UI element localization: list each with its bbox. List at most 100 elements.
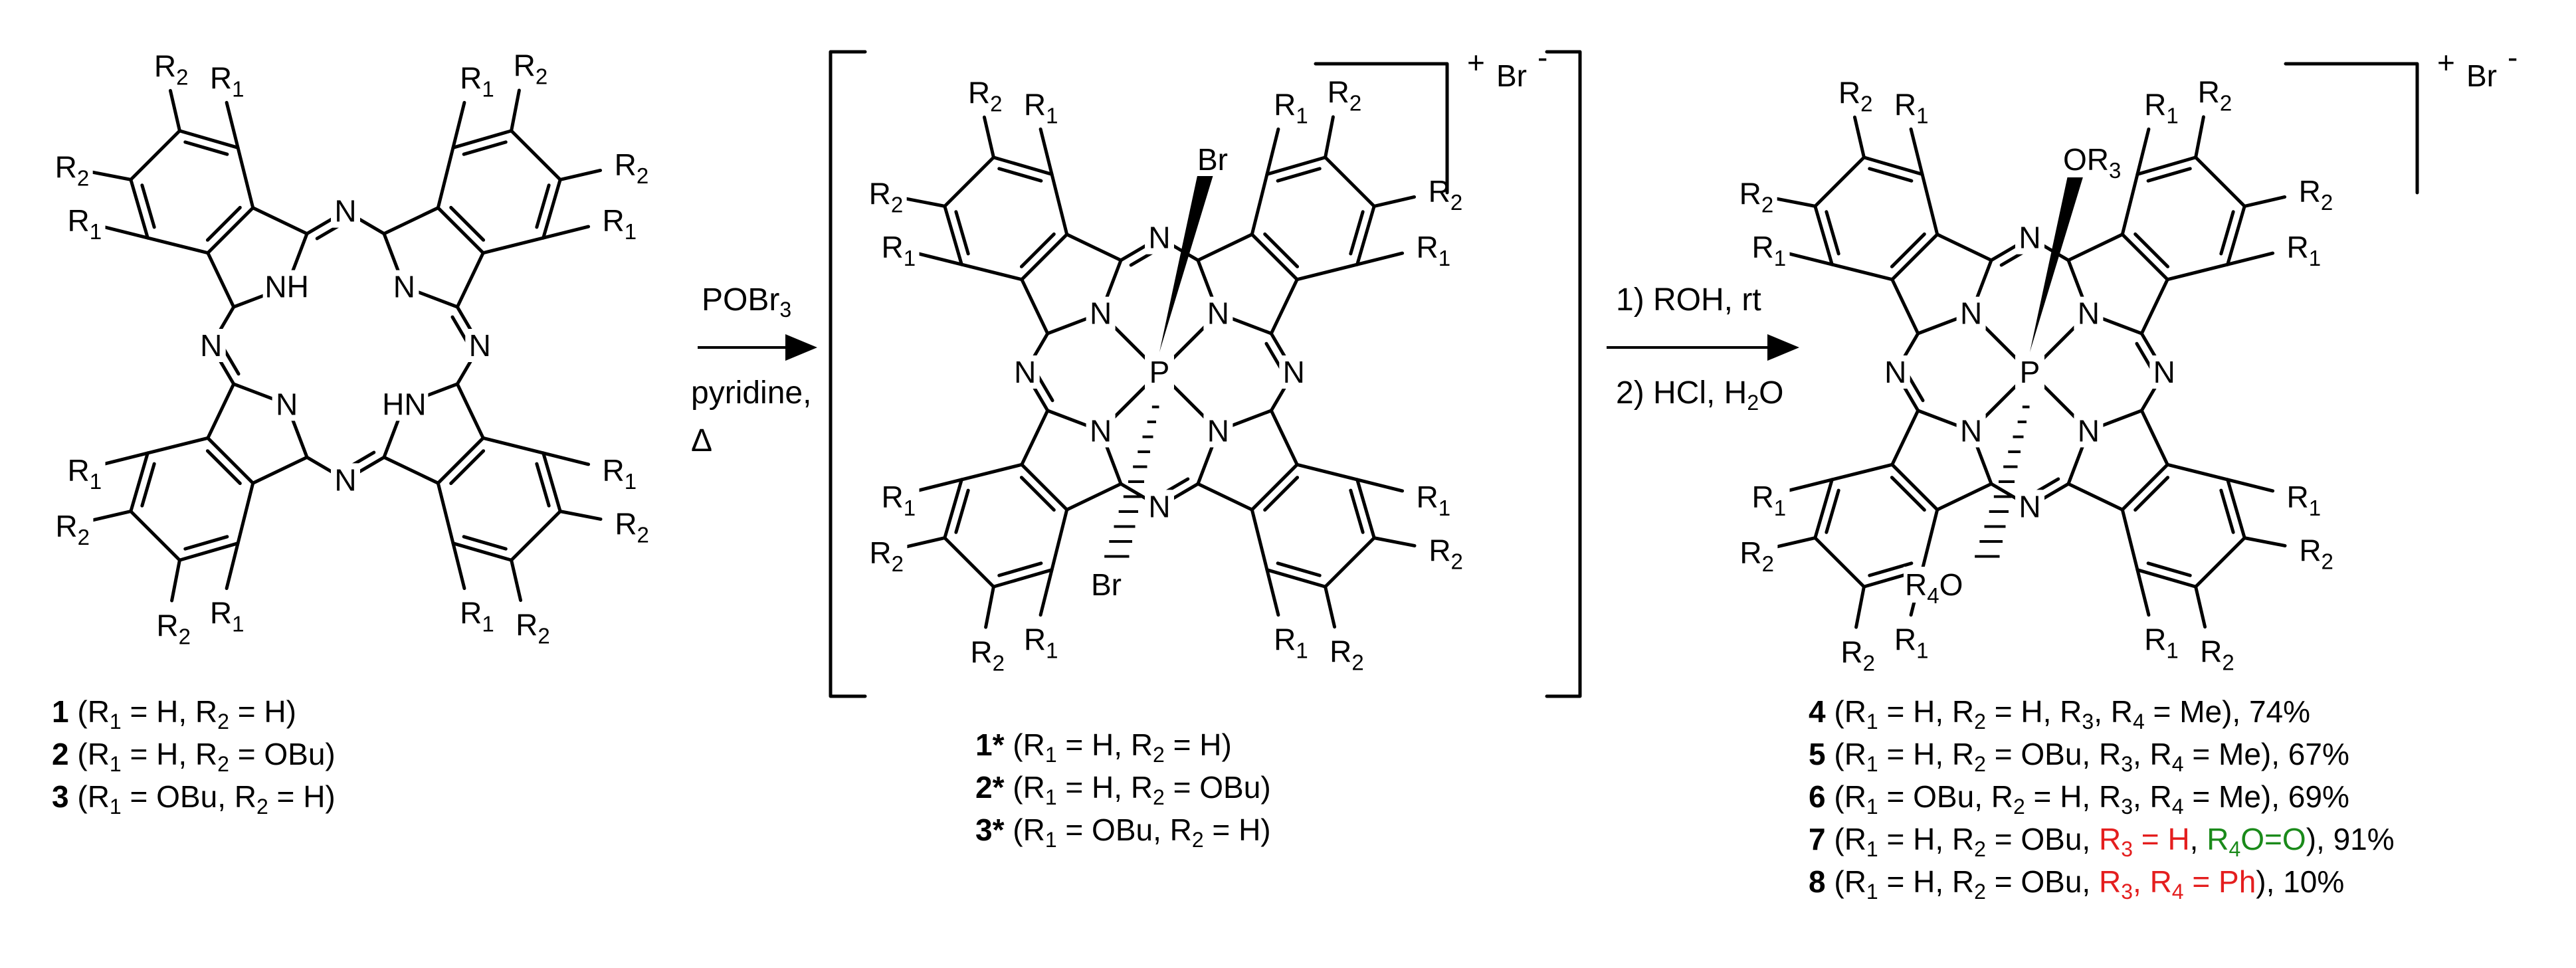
- label-mask: [1743, 229, 1790, 264]
- label-mask: [1885, 87, 1932, 122]
- axial-or3-label: OR3: [2063, 142, 2121, 183]
- fused-bond: [206, 206, 255, 255]
- r2-substituent-label: R2: [156, 608, 191, 648]
- r1-substituent-label: R1: [460, 595, 494, 636]
- label-mask: [196, 329, 226, 362]
- substituent-bond: [451, 541, 466, 591]
- substituent-bond: [914, 251, 963, 266]
- bracket-left: [829, 50, 867, 698]
- substituent-bond: [902, 197, 947, 208]
- reagent-roh: 1) ROH, rt: [1616, 282, 1761, 318]
- r1-substituent-label: R1: [2144, 88, 2179, 128]
- reagent-water-o: O: [1759, 375, 1784, 411]
- benzo-bond: [1265, 568, 1328, 589]
- meso-nitrogen-atom: N: [2019, 489, 2040, 524]
- label-mask: [331, 194, 360, 228]
- meso-nitrogen-atom: N: [200, 328, 222, 363]
- compound-caption-4: 4 (R1 = H, R2 = H, R3, R4 = Me), 74%: [1809, 694, 2310, 732]
- fused-bond: [1250, 233, 1299, 282]
- bromide-counterion-mid: Br: [1496, 58, 1527, 93]
- benzo-bond: [1250, 172, 1269, 237]
- compound-number: 2*: [975, 770, 1005, 805]
- benzo-bond: [2165, 462, 2230, 482]
- label-mask: [872, 229, 920, 264]
- substituent-bond: [510, 558, 523, 603]
- substituent-bond: [1785, 251, 1834, 266]
- pyrrole-bond: [1269, 409, 1299, 466]
- benzo-bond: [2226, 478, 2246, 540]
- benzo-bond: [943, 478, 963, 540]
- pyrrole-nh-atom: HN: [382, 387, 426, 421]
- pyrrole-bond: [2066, 233, 2124, 262]
- label-mask: [272, 387, 302, 421]
- label-mask: [1731, 535, 1778, 571]
- compound-substituents: (R1 = OBu, R2 = H): [1004, 813, 1271, 852]
- r1-substituent-label: R1: [1274, 88, 1308, 128]
- benzo-bond-inner: [140, 462, 156, 508]
- fused-bond-inner: [1263, 232, 1300, 268]
- label-mask: [1420, 533, 1467, 568]
- benzo-bond: [1050, 172, 1069, 237]
- label-mask: [1956, 414, 1986, 448]
- label-mask: [1321, 634, 1368, 669]
- benzo-bond: [943, 204, 963, 266]
- pyrrole-n-atom: N: [2078, 413, 2100, 448]
- fused-bond: [1020, 462, 1069, 512]
- compound-caption-7: 7 (R1 = H, R2 = OBu, R3 = H, R4O=O), 91%: [1809, 824, 2395, 860]
- fused-bond-inner: [205, 449, 242, 486]
- r1-substituent-label: R1: [882, 480, 916, 520]
- substituent-bond: [1372, 195, 1417, 208]
- meso-nitrogen-atom: N: [1014, 355, 1036, 389]
- pyrrole-bond: [382, 455, 440, 485]
- label-mask: [2290, 173, 2337, 209]
- meso-nitrogen-atom: N: [2153, 355, 2175, 389]
- fused-bond-inner: [1890, 232, 1926, 268]
- reagent-heat: Δ: [691, 423, 713, 458]
- r1-substituent-label: R1: [460, 61, 494, 102]
- benzo-bond: [236, 481, 255, 545]
- label-mask: [1015, 87, 1062, 122]
- fused-bond-inner: [449, 449, 486, 486]
- pyrrole-bond: [1065, 233, 1123, 262]
- fused-bond-inner: [2133, 232, 2170, 268]
- label-mask: [1279, 355, 1309, 389]
- compound-caption-3-star: 3* (R1 = OBu, R2 = H): [975, 813, 1271, 852]
- benzo-bond: [451, 541, 514, 562]
- substituent-bond: [1324, 115, 1335, 159]
- pyrrole-nh-atom: NH: [264, 270, 308, 304]
- substituent-bond: [170, 558, 181, 603]
- substituent-bond: [2135, 127, 2151, 176]
- benzo-bond: [1250, 508, 1269, 572]
- benzo-bond-inner: [1868, 561, 1914, 577]
- meso-nitrogen-atom: N: [334, 194, 356, 229]
- r2-substituent-label: R2: [1840, 634, 1875, 675]
- label-mask: [1407, 480, 1454, 515]
- benzo-bond: [510, 510, 562, 562]
- r2-substituent-label: R2: [968, 75, 1003, 116]
- label-mask: [959, 75, 1006, 110]
- benzo-bond: [146, 436, 210, 455]
- r2-substituent-label: R2: [2299, 174, 2333, 215]
- benzo-bond-inner: [1276, 167, 1322, 183]
- compound-substituents: (R1 = OBu, R2 = H, R3, R4 = Me), 69%: [1825, 779, 2349, 819]
- benzo-bond: [1830, 262, 1894, 282]
- fused-bond-inner: [449, 205, 486, 242]
- label-mask: [1145, 490, 1174, 524]
- substituent-bond: [558, 510, 603, 521]
- r1-substituent-label: R1: [1752, 230, 1787, 270]
- label-mask: [1082, 568, 1130, 601]
- label-mask: [465, 329, 495, 362]
- label-mask: [1956, 296, 1986, 330]
- benzo-bond-inner: [140, 183, 156, 229]
- r1-substituent-label: R1: [210, 595, 245, 636]
- axial-bromine-top: Br: [1197, 142, 1228, 177]
- pyrrole-bond: [1890, 278, 1920, 336]
- substituent-bond: [2194, 115, 2205, 159]
- compound-number: 4: [1809, 694, 1826, 729]
- compound-number: 5: [1809, 737, 1826, 771]
- label-mask: [2060, 142, 2133, 177]
- substituent-bond: [542, 451, 591, 466]
- benzo-bond-inner: [183, 140, 229, 156]
- fused-bond: [206, 436, 255, 485]
